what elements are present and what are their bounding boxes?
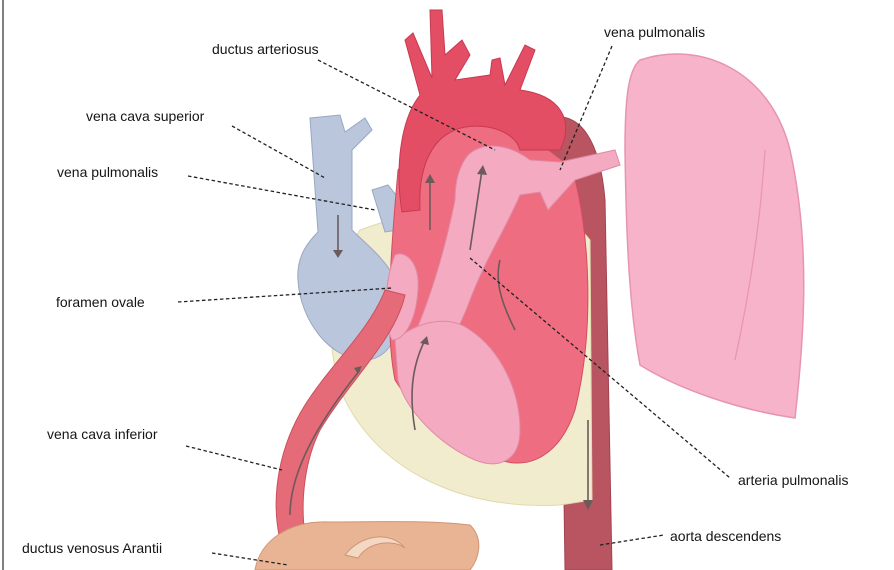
leader-aorta-descendens [599,534,665,546]
flow-arrow-pulm [469,169,483,251]
flow-arrow-desc-head [583,500,593,510]
label-ductus-venosus: ductus venosus Arantii [22,540,163,556]
flow-arrow-lv [497,259,516,331]
leader-ductus-venosus [211,552,289,566]
lung-fissure [734,149,766,361]
aortic-arch [398,9,567,213]
label-vena-cava-superior: vena cava superior [86,108,205,124]
label-foramen-ovale: foramen ovale [56,294,145,310]
right-ventricle [394,320,521,465]
label-arteria-pulmonalis: arteria pulmonalis [738,472,849,488]
vena-cava-superior-shape [297,114,401,361]
flow-arrow-rv [411,339,426,431]
flow-arrow-pulm-head [477,165,487,175]
flow-arrow-vci-head [354,366,362,374]
leader-vena-cava-inferior [185,445,283,471]
flow-arrow-vci [289,369,361,516]
flow-arrow-aorta-head [425,174,435,183]
label-aorta-descendens: aorta descendens [670,528,782,544]
label-vena-pulmonalis-right: vena pulmonalis [604,24,706,40]
leader-ductus-arteriosus [317,59,496,151]
label-ductus-arteriosus: ductus arteriosus [212,41,319,57]
lung [624,53,805,419]
leader-arteria-pulmonalis [469,257,731,479]
ductus-venosus-shape [344,536,406,559]
flow-arrow-vcs-head [333,250,343,258]
flow-arrow-rv-head [420,336,429,345]
label-vena-pulmonalis-left: vena pulmonalis [57,164,159,180]
leader-vena-pulmonalis-left [187,175,376,211]
leader-vena-pulmonalis-right [559,45,613,171]
label-vena-cava-inferior: vena cava inferior [47,426,158,442]
